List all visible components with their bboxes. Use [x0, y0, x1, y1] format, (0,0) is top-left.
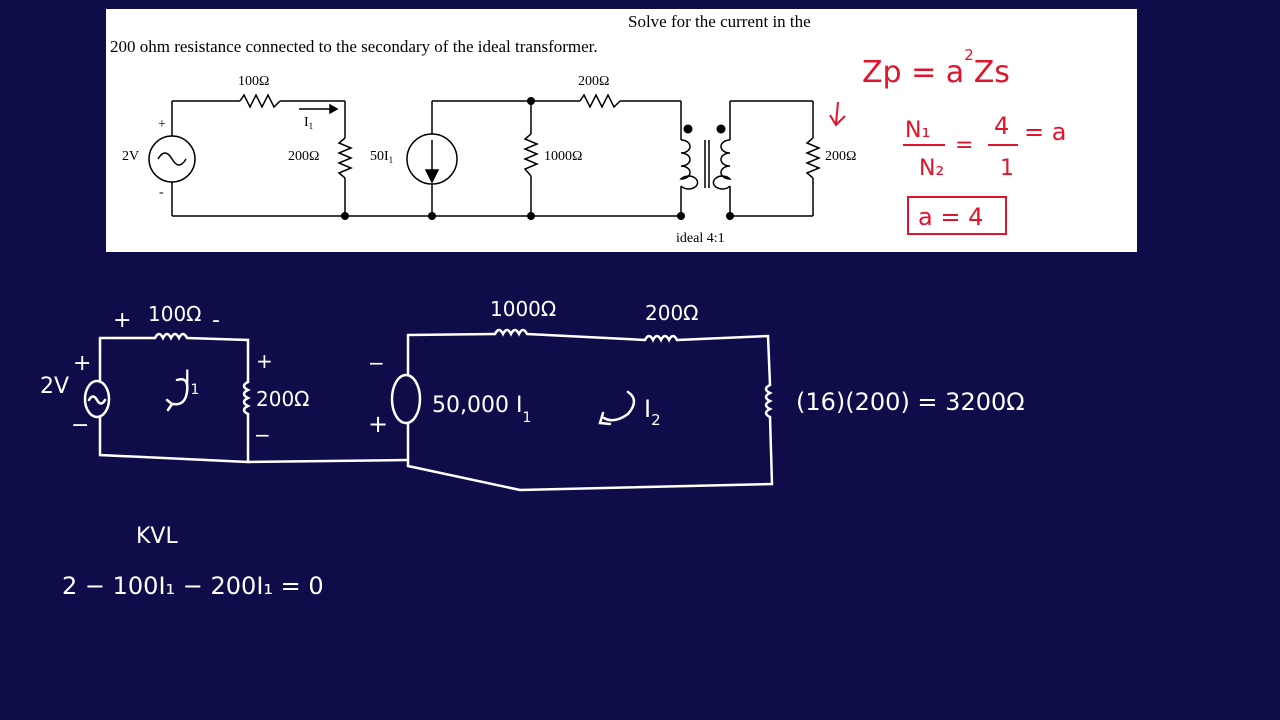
resistor-200-load-label: 200Ω [825, 149, 856, 164]
printed-schematic [148, 93, 821, 217]
ac-source [148, 135, 196, 183]
resistor-200-left [337, 137, 353, 179]
hw-shunt-minus: − [254, 423, 271, 447]
hw-resistor-200: 200Ω [645, 301, 698, 325]
current-arrow [299, 103, 339, 115]
red-notes: Zp = a2Zs N₁ N₂ = 4 1 = a a = 4 [829, 46, 1066, 235]
dependent-source-label: 50I1 [370, 149, 393, 165]
ratio-equals: = [955, 133, 973, 158]
resistor-1000-label: 1000Ω [544, 149, 582, 164]
hw-dep-minus: − [368, 351, 385, 375]
hw-resistor-100: 100Ω [148, 302, 201, 326]
current-label: I1 [304, 115, 313, 131]
hw-shunt-plus: + [256, 349, 273, 373]
hw-left-minus: - [212, 308, 220, 333]
problem-title-line1: Solve for the current in the [628, 12, 811, 31]
secondary-wires [729, 100, 814, 217]
resistor-100-label: 100Ω [238, 74, 269, 89]
problem-panel: Solve for the current in the 200 ohm res… [106, 9, 1137, 252]
hw-left-plus: + [113, 308, 131, 333]
source-voltage-label: 2V [122, 149, 139, 164]
ratio-equals-a: = a [1024, 118, 1066, 146]
resistor-100 [239, 93, 281, 109]
dependent-current-source [406, 133, 458, 185]
red-arrow [829, 101, 846, 127]
handwritten-labels: + 100Ω - + 2V − I1 + 200Ω − − + 50,000 I… [40, 297, 1025, 600]
problem-title-line2: 200 ohm resistance connected to the seco… [110, 37, 598, 56]
transformer-label: ideal 4:1 [676, 231, 725, 246]
hw-reflected-impedance: (16)(200) = 3200Ω [796, 388, 1025, 416]
hw-source-plus: + [73, 351, 91, 376]
resistor-1000 [523, 133, 539, 177]
ratio-denominator: 1 [1000, 156, 1014, 181]
hw-source-minus: − [71, 413, 89, 438]
resistor-200-left-label: 200Ω [288, 149, 319, 164]
left-loop-wires [171, 100, 346, 217]
hw-resistor-200-left: 200Ω [256, 387, 309, 411]
resistor-200-top [579, 93, 621, 109]
n2-label: N₂ [919, 156, 944, 181]
resistor-200-load [805, 137, 821, 179]
source-minus-label: - [159, 185, 164, 200]
hw-kvl-equation: 2 − 100I₁ − 200I₁ = 0 [62, 572, 324, 600]
ratio-numerator: 4 [994, 112, 1009, 140]
answer-box [907, 196, 1007, 235]
hw-loop-current-1: I1 [184, 367, 199, 398]
n1-label: N₁ [905, 118, 930, 143]
hw-dep-value: 50,000 I1 [432, 393, 531, 426]
hw-kvl-title: KVL [136, 524, 178, 549]
transformer [679, 139, 732, 190]
answer-a-equals-4: a = 4 [918, 203, 983, 231]
resistor-200-top-label: 200Ω [578, 74, 609, 89]
source-plus-label: + [158, 117, 166, 132]
zp-formula: Zp = a2Zs [862, 46, 1010, 90]
junction-dots [341, 97, 734, 220]
hw-loop-current-2: I2 [644, 395, 661, 429]
middle-wires [431, 100, 682, 217]
hw-source-2v: 2V [40, 374, 69, 399]
hw-resistor-1000: 1000Ω [490, 297, 556, 321]
handwritten-circuit [83, 328, 774, 492]
hw-dep-plus: + [368, 410, 388, 438]
